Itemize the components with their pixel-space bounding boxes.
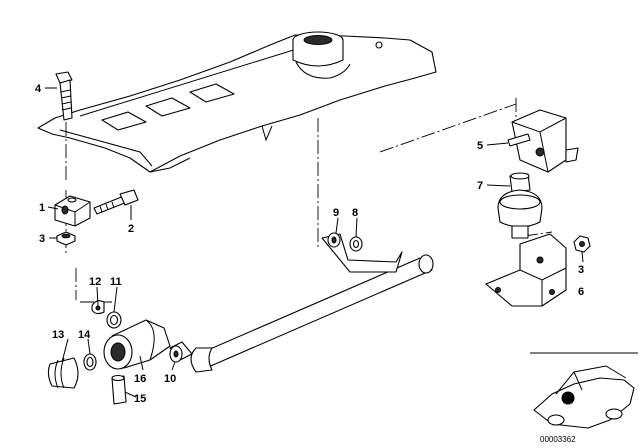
bracket-part-6 bbox=[485, 233, 567, 307]
washer-part-8 bbox=[349, 236, 363, 252]
ring-part-14 bbox=[83, 353, 97, 371]
label-part-7: 7 bbox=[477, 180, 483, 192]
floor-plate bbox=[37, 31, 437, 173]
bolt-part-4 bbox=[55, 71, 73, 121]
bushing-part-10 bbox=[169, 341, 193, 363]
label-part-10: 10 bbox=[164, 373, 176, 385]
shift-rod bbox=[190, 233, 434, 373]
label-part-2: 2 bbox=[128, 223, 134, 235]
label-part-3-left: 3 bbox=[39, 233, 45, 245]
vehicle-inset bbox=[530, 352, 638, 429]
washer-part-9 bbox=[327, 232, 341, 248]
leader-lines bbox=[45, 87, 584, 398]
label-part-16: 16 bbox=[134, 373, 146, 385]
label-part-8: 8 bbox=[352, 207, 358, 219]
label-part-11: 11 bbox=[110, 276, 122, 288]
joint-part-16 bbox=[103, 319, 171, 370]
nut-part-3-right bbox=[573, 235, 591, 253]
label-part-1: 1 bbox=[39, 202, 45, 214]
bolt-part-2 bbox=[93, 189, 139, 215]
isolator-part-7 bbox=[497, 172, 543, 239]
ring-part-11 bbox=[106, 311, 122, 329]
label-part-12: 12 bbox=[89, 276, 101, 288]
nut-part-3-left bbox=[56, 231, 76, 246]
label-part-14: 14 bbox=[78, 329, 91, 341]
pin-part-15 bbox=[111, 374, 127, 405]
label-part-6: 6 bbox=[578, 286, 584, 298]
label-part-3-right: 3 bbox=[578, 264, 584, 276]
diagram-reference-number: 00003362 bbox=[540, 435, 576, 444]
label-part-4: 4 bbox=[35, 83, 42, 95]
label-part-13: 13 bbox=[52, 329, 64, 341]
clip-part-12 bbox=[91, 300, 105, 315]
bracket-part-5 bbox=[507, 109, 579, 173]
label-part-5: 5 bbox=[477, 140, 483, 152]
cap-part-13 bbox=[47, 357, 79, 389]
clamp-part-1 bbox=[54, 195, 91, 227]
part-labels: 4 1 3 2 9 8 5 7 3 6 12 11 13 14 16 10 15… bbox=[35, 83, 584, 444]
label-part-9: 9 bbox=[333, 207, 339, 219]
label-part-15: 15 bbox=[134, 393, 146, 405]
